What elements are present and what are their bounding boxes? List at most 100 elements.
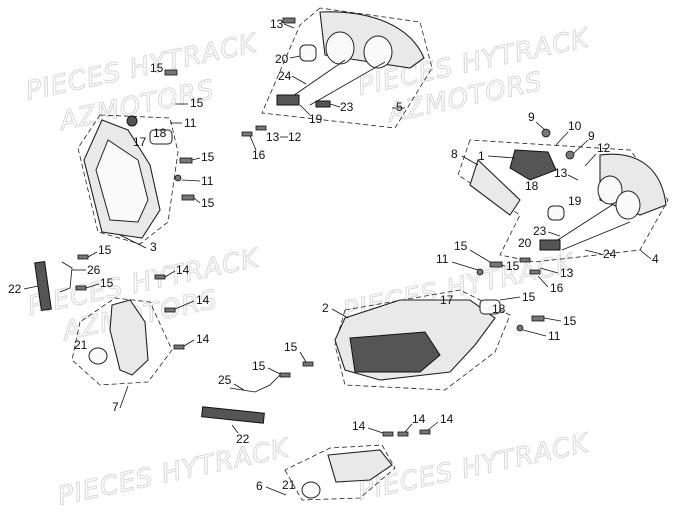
wiring [549,204,631,251]
wiring [289,59,386,106]
callout-14: 14 [196,332,210,346]
reflector-left [34,254,89,312]
screw-13 [255,125,267,131]
headlight-3 [77,69,195,245]
group-outline [77,114,179,245]
watermark-hytrack: PIECES HYTRACK [355,428,593,507]
callout-15: 15 [252,359,266,373]
callout-21: 21 [282,478,296,492]
callout-18: 18 [492,302,506,316]
callout-22: 22 [8,282,22,296]
bracket-25 [229,374,281,393]
headlight-lens [95,139,149,223]
nut-11 [516,324,524,332]
screw-15 [279,372,291,378]
screw-14 [164,307,176,313]
callout-14: 14 [196,293,210,307]
nut-11 [174,174,182,182]
bulb-21 [88,347,108,365]
callout-18: 18 [525,179,539,193]
callout-17: 17 [440,293,454,307]
group-outline [334,289,511,391]
callout-11: 11 [436,252,449,266]
callout-13: 13 [560,266,574,280]
screw-9 [541,128,551,138]
callout-12: 12 [288,130,302,144]
callout-13: 13 [266,130,280,144]
callout-26: 26 [87,263,101,277]
callout-17: 17 [133,135,147,149]
callout-14: 14 [352,419,366,433]
lamp-socket [325,31,355,65]
callout-15: 15 [506,259,520,273]
callout-13: 13 [270,17,284,31]
callout-5: 5 [396,100,403,114]
screw-15 [181,194,195,201]
screw-15 [75,285,87,291]
callout-15: 15 [201,196,215,210]
screw-15 [489,261,503,268]
reflector-center [201,361,314,424]
bulb-21 [301,481,321,499]
screw-15 [179,157,193,164]
reflector-22 [34,260,52,312]
callout-14: 14 [412,412,426,426]
callout-21: 21 [74,338,88,352]
screw-14 [397,431,409,437]
license-light-1 [509,149,557,181]
signal-housing [327,449,393,483]
callout-15: 15 [190,96,204,110]
socket-17 [126,115,138,127]
callout-15: 15 [454,239,468,253]
callout-15: 15 [150,61,164,75]
screw-14 [154,274,166,280]
lamp-socket [597,175,623,205]
signal-housing [109,299,149,376]
nut-11 [476,268,484,276]
callouts: 13 20 24 23 19 5 13 12 16 15 15 11 18 17… [8,17,659,496]
screw-14 [173,344,185,350]
screw-15 [164,69,178,76]
connector-20 [539,239,561,251]
screw-15 [531,315,545,322]
lamp-socket [615,190,641,220]
callout-2: 2 [322,301,329,315]
headlight-lens [349,331,441,373]
group-outline [71,297,173,386]
bulb-18 [479,299,501,315]
callout-12: 12 [597,141,611,155]
turn-signal-7 [71,274,185,386]
rear-light-assembly-4 [457,128,669,263]
screw-16 [529,269,541,275]
callout-14: 14 [440,412,454,426]
callout-14: 14 [176,263,190,277]
group-outline [284,444,396,501]
bulb-19 [547,205,565,221]
callout-16: 16 [252,148,266,162]
callout-15: 15 [522,290,536,304]
turn-signal-6 [284,429,431,501]
callout-25: 25 [218,373,232,387]
callout-20: 20 [518,236,532,250]
callout-1: 1 [478,149,485,163]
callout-7: 7 [112,400,119,414]
callout-24: 24 [278,69,292,83]
screw-14 [382,431,394,437]
callout-13: 13 [554,166,568,180]
callout-22: 22 [236,432,250,446]
callout-3: 3 [150,240,157,254]
callout-15: 15 [563,314,577,328]
screw-13 [519,257,531,263]
lamp-socket [363,35,393,69]
screw-16 [241,131,253,137]
screw-15 [77,254,89,260]
connector-23 [315,100,331,108]
callout-15: 15 [100,276,114,290]
bracket-26 [59,261,73,293]
connector-19 [276,94,300,106]
callout-10: 10 [568,119,582,133]
callout-11: 11 [184,116,197,130]
bulb-20 [299,44,317,62]
callout-15: 15 [201,150,215,164]
screw-14 [419,429,431,435]
